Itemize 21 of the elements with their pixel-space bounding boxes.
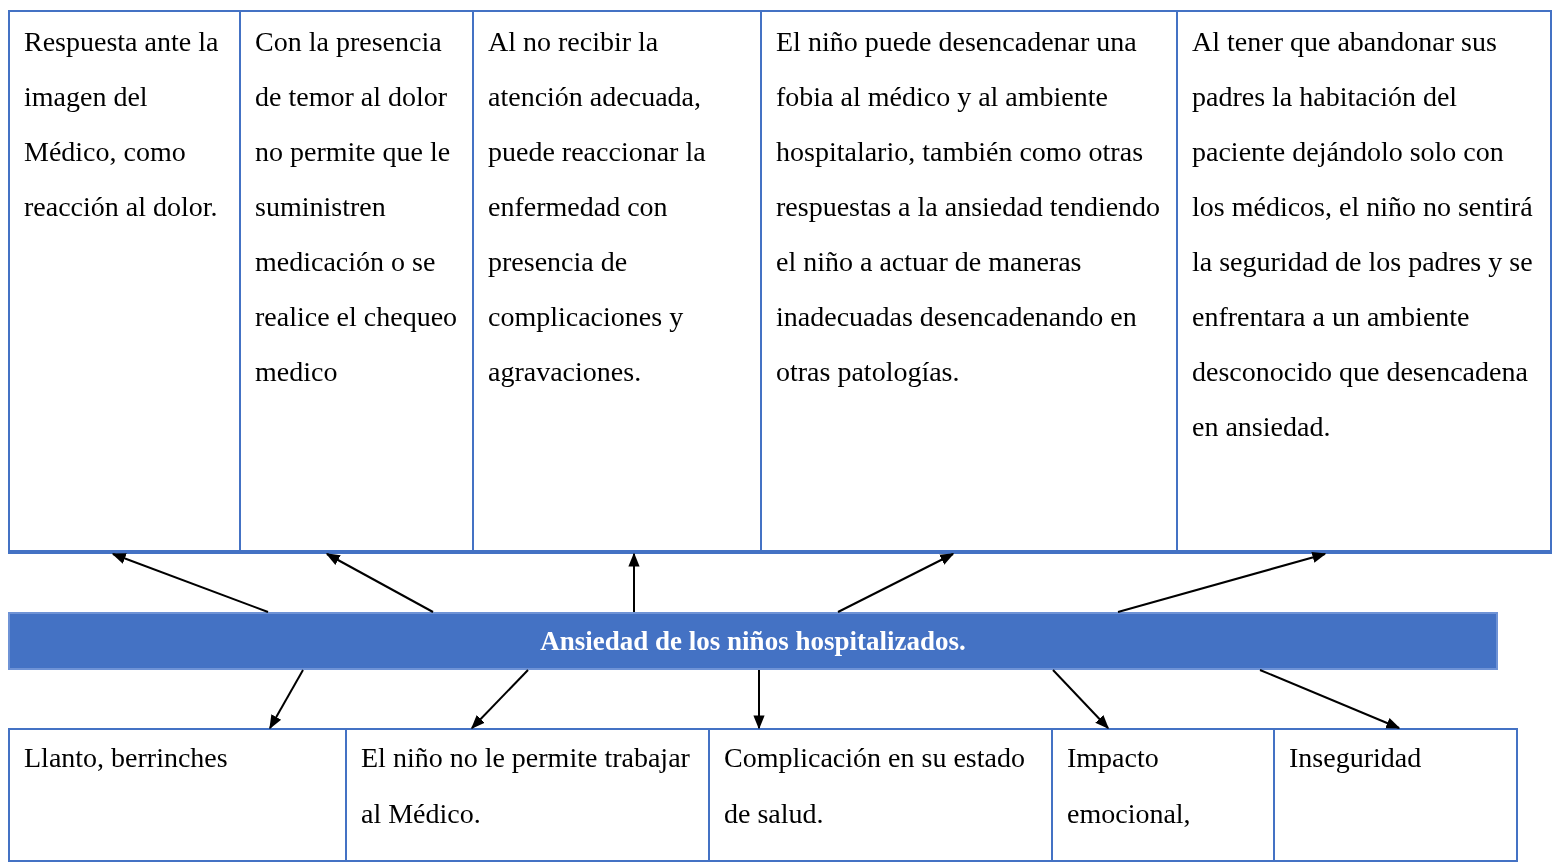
text-box: Al no recibir la atención adecuada, puede reaccionar la enfermedad con presencia de complicaciones y agravaciones.	[472, 10, 762, 554]
text-box: Inseguridad	[1273, 728, 1518, 862]
arrow	[837, 553, 955, 613]
text-box: Impacto emocional,	[1051, 728, 1275, 862]
text-box: El niño puede desencadenar una fobia al médico y al ambiente hospitalario, también como otras respuestas a la ansiedad tendiendo el niño a actuar de maneras inadecuadas desencadenando en otras patologías.	[760, 10, 1178, 554]
arrow	[325, 553, 434, 613]
arrow	[753, 669, 765, 730]
arrow	[1052, 669, 1109, 729]
arrow	[111, 553, 269, 613]
text-box: Con la presencia de temor al dolor no permite que le suministren medicación o se realice el chequeo medico	[239, 10, 474, 554]
text-box: Complicación en su estado de salud.	[708, 728, 1053, 862]
arrow	[471, 669, 529, 729]
text-box: El niño no le permite trabajar al Médico.	[345, 728, 710, 862]
text-box: Llanto, berrinches	[8, 728, 347, 862]
text-box: Respuesta ante la imagen del Médico, como reacción al dolor.	[8, 10, 241, 554]
arrow	[628, 552, 640, 613]
arrow	[1259, 669, 1401, 729]
arrow	[269, 669, 304, 730]
title-bar: Ansiedad de los niños hospitalizados.	[8, 612, 1498, 670]
arrow	[1117, 552, 1327, 613]
text-box: Al tener que abandonar sus padres la habitación del paciente dejándolo solo con los médicos, el niño no sentirá la seguridad de los padres y se enfrentara a un ambiente desconocido que desencadena en ansiedad.	[1176, 10, 1552, 554]
